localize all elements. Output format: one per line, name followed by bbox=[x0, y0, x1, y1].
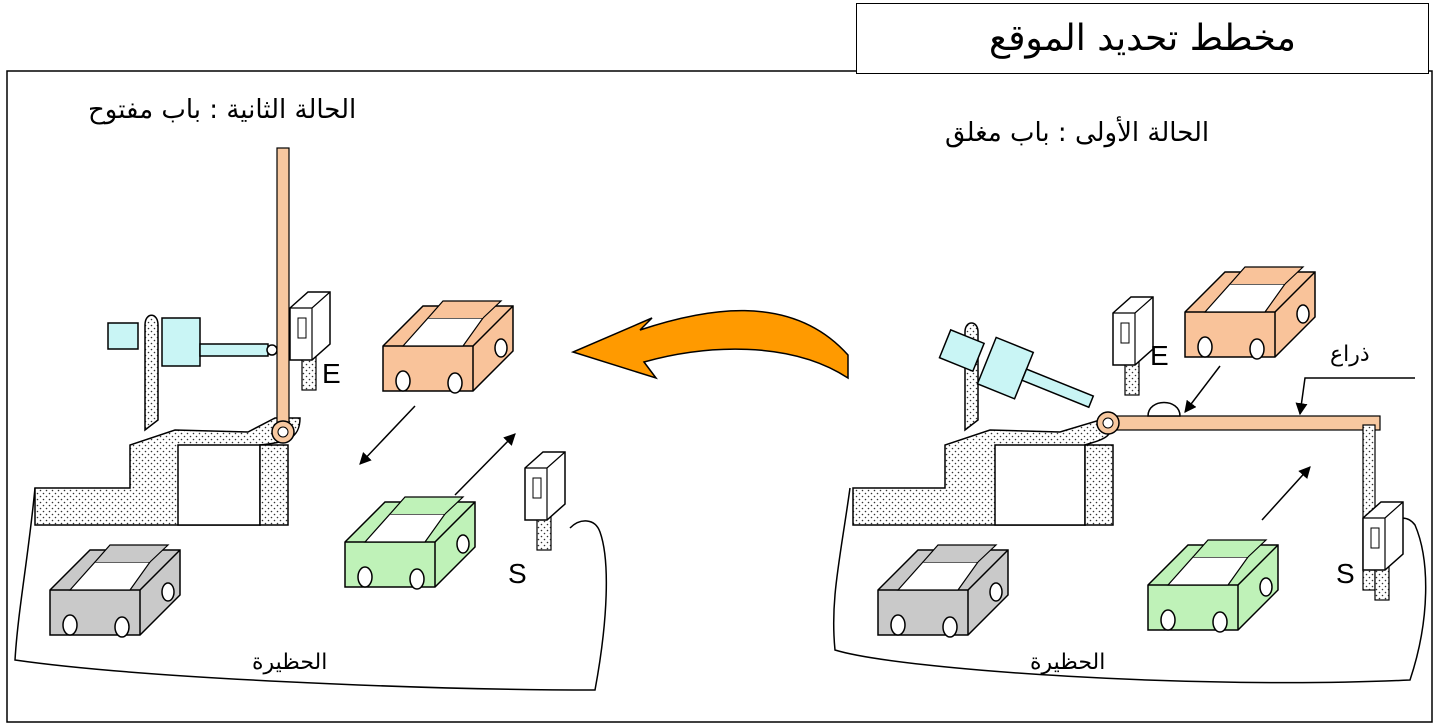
page-title: مخطط تحديد الموقع bbox=[989, 18, 1296, 59]
garage-right-label: الحظيرة bbox=[1030, 650, 1106, 675]
car-gray-right bbox=[877, 544, 1009, 638]
sensor-s-right-label: S bbox=[1336, 558, 1355, 589]
car-orange-right bbox=[1184, 266, 1316, 360]
garage-outline-right bbox=[832, 487, 1427, 684]
actuator-left bbox=[107, 317, 278, 367]
state-open-label: الحالة الثانية : باب مفتوح bbox=[88, 95, 357, 125]
sensor-e-right bbox=[1112, 296, 1154, 396]
car-green-right bbox=[1147, 539, 1279, 633]
sensor-e-right-label: E bbox=[1150, 340, 1169, 371]
actuator-right bbox=[938, 328, 1095, 409]
state-closed-label: الحالة الأولى : باب مغلق bbox=[945, 118, 1210, 148]
sensor-e-left-label: E bbox=[322, 358, 341, 389]
transition-arrow bbox=[570, 309, 849, 380]
title-box: مخطط تحديد الموقع bbox=[856, 3, 1429, 74]
car-green-left bbox=[344, 496, 476, 590]
arm-label: ذراع bbox=[1330, 342, 1370, 367]
right-panel bbox=[832, 266, 1427, 684]
car-orange-left bbox=[382, 300, 514, 394]
sensor-s-left bbox=[524, 451, 566, 551]
left-panel bbox=[14, 147, 608, 691]
car-gray-left bbox=[49, 544, 181, 638]
garage-left-label: الحظيرة bbox=[252, 650, 328, 675]
sensor-s-left-label: S bbox=[508, 558, 527, 589]
barrier-arm-right bbox=[1104, 415, 1381, 431]
outer-frame bbox=[6, 70, 1433, 723]
garage-outline-left bbox=[14, 487, 608, 691]
barrier-arm-left bbox=[276, 147, 290, 429]
